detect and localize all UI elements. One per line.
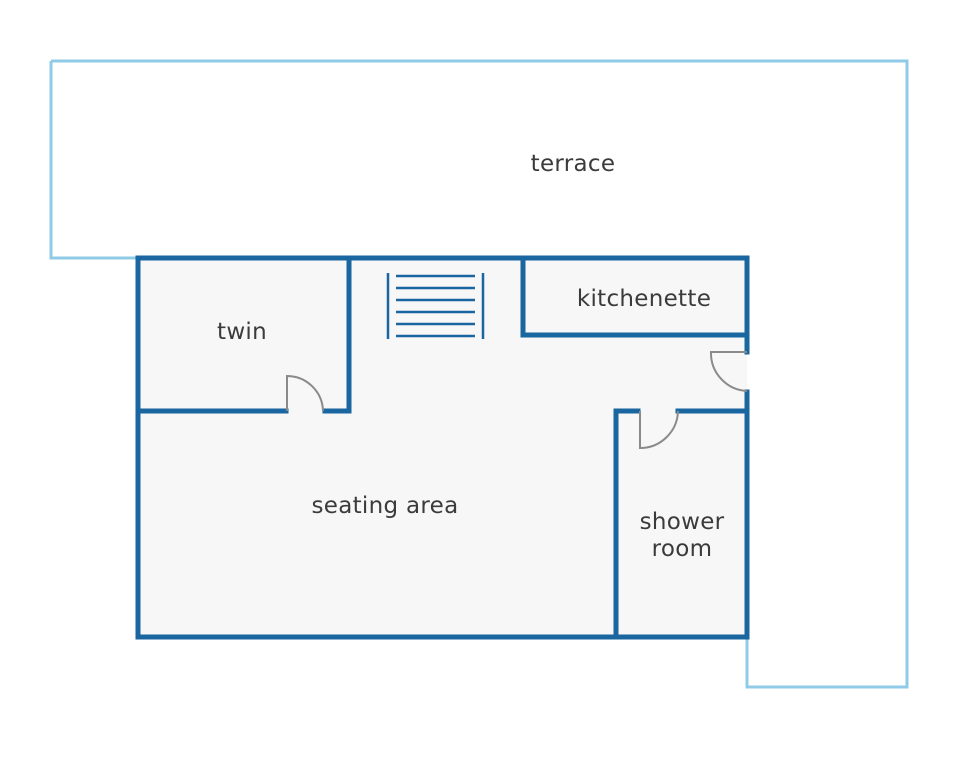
terrace-label: terrace [531, 151, 616, 177]
twin-door-icon [286, 374, 324, 412]
interior-floor [138, 258, 747, 637]
terrace-outline [49, 59, 909, 689]
interior-walls [135, 255, 750, 640]
shower-room-label-line1: shower [640, 509, 725, 535]
stairs-icon [386, 273, 485, 339]
terrace-door-icon [709, 351, 748, 392]
shower-door-icon [639, 410, 679, 450]
seating-area-label: seating area [311, 493, 458, 519]
kitchenette-label: kitchenette [577, 286, 711, 312]
shower-room-label-line2: room [652, 536, 713, 562]
twin-label: twin [217, 319, 267, 345]
exterior-walls [135, 255, 750, 640]
